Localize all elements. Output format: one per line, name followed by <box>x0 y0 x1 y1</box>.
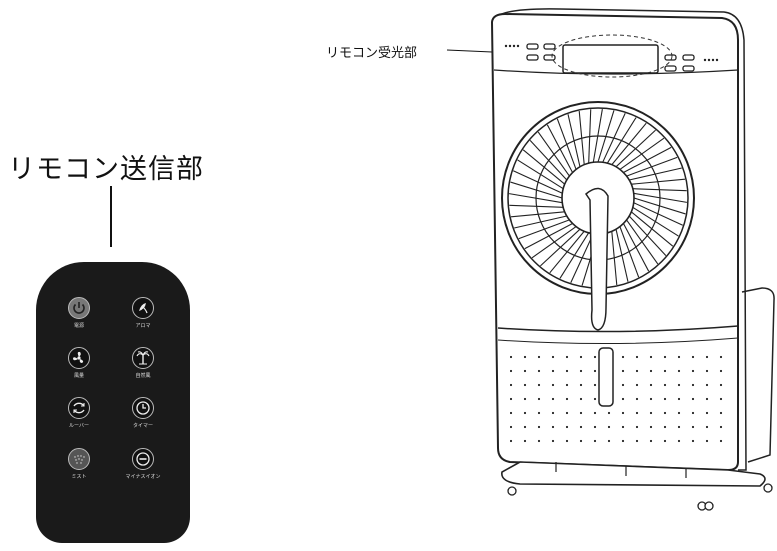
remote-transmitter-label: リモコン送信部 <box>8 154 204 185</box>
side-water-tank <box>741 287 775 463</box>
fan-speed-icon <box>68 347 90 369</box>
remote-button-power[interactable]: 電源 <box>59 297 99 329</box>
remote-button-minus-ion[interactable]: マイナスイオン <box>123 448 163 480</box>
remote-button-louver[interactable]: ルーバー <box>59 397 99 429</box>
receiver-highlight <box>551 34 673 78</box>
minus-ion-icon <box>132 448 154 470</box>
indicator-dots <box>504 44 719 62</box>
remote-button-timer[interactable]: タイマー <box>123 397 163 429</box>
power-icon <box>68 297 90 319</box>
timer-icon <box>132 397 154 419</box>
remote-button-label: 自然風 <box>135 373 151 379</box>
mist-nozzle-arm <box>585 187 609 331</box>
mist-icon <box>68 448 90 470</box>
remote-button-aroma[interactable]: アロマ <box>123 297 163 329</box>
remote-control: 電源 アロマ 風量 自然風 ルーバー <box>36 262 190 543</box>
remote-button-label: マイナスイオン <box>125 474 161 480</box>
display-window <box>562 44 659 74</box>
control-panel-edge <box>493 69 739 75</box>
remote-button-mist[interactable]: ミスト <box>59 448 99 480</box>
casters <box>507 483 773 511</box>
remote-button-label: 電源 <box>73 323 84 329</box>
remote-button-label: 風量 <box>73 373 84 379</box>
body-back-edge <box>497 8 747 471</box>
remote-button-label: ミスト <box>71 474 87 480</box>
lower-tank-edge <box>497 325 739 333</box>
remote-button-natural-wind[interactable]: 自然風 <box>123 347 163 379</box>
aroma-icon <box>132 297 154 319</box>
water-level-window <box>598 347 614 407</box>
remote-button-label: アロマ <box>135 323 151 329</box>
palm-tree-icon <box>132 347 154 369</box>
fan-base <box>501 461 766 487</box>
lower-tank-edge-2 <box>497 337 739 345</box>
louver-icon <box>68 397 90 419</box>
base-stand-lines <box>555 462 687 478</box>
vent-holes <box>510 352 728 452</box>
remote-button-label: タイマー <box>132 423 153 429</box>
panel-buttons <box>526 43 695 72</box>
remote-receiver-label: リモコン受光部 <box>326 46 418 61</box>
remote-button-fan-speed[interactable]: 風量 <box>59 347 99 379</box>
remote-button-label: ルーバー <box>69 423 89 429</box>
